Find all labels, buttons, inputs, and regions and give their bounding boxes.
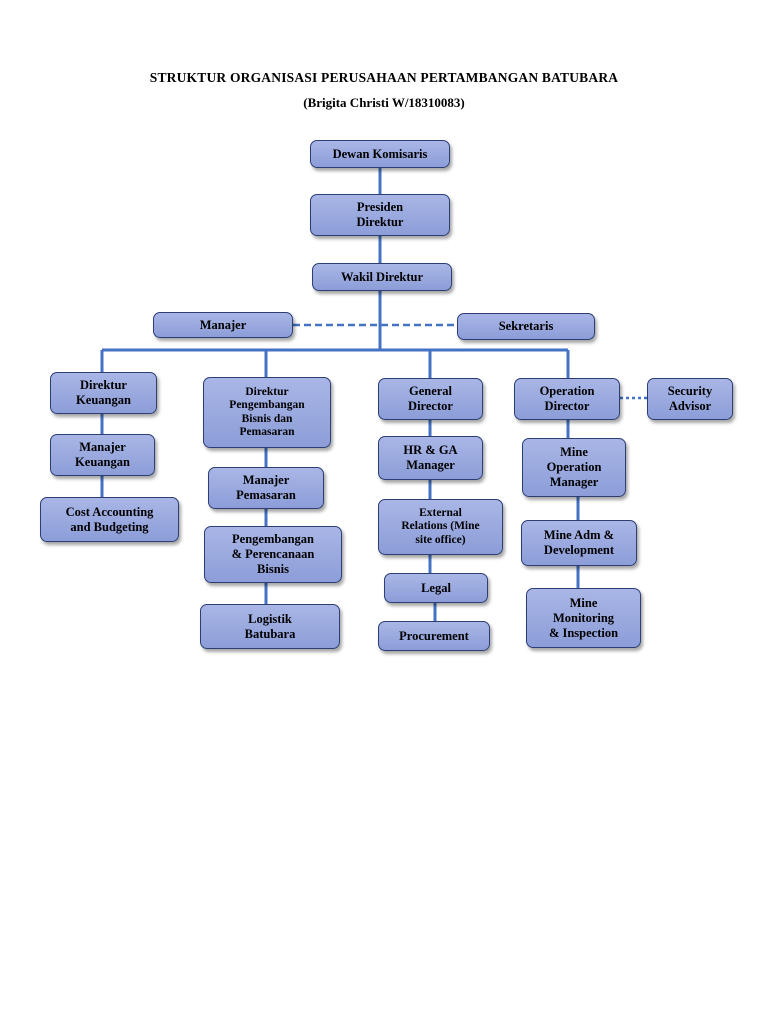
- node-general-director: General Director: [378, 378, 483, 420]
- node-mine-operation-manager: Mine Operation Manager: [522, 438, 626, 497]
- node-mine-adm-development: Mine Adm & Development: [521, 520, 637, 566]
- node-mine-monitoring: Mine Monitoring & Inspection: [526, 588, 641, 648]
- node-security-advisor: Security Advisor: [647, 378, 733, 420]
- node-presiden-direktur: Presiden Direktur: [310, 194, 450, 236]
- node-logistik-batubara: Logistik Batubara: [200, 604, 340, 649]
- node-manajer-keuangan: Manajer Keuangan: [50, 434, 155, 476]
- node-dewan-komisaris: Dewan Komisaris: [310, 140, 450, 168]
- node-pengembangan-perencanaan: Pengembangan & Perencanaan Bisnis: [204, 526, 342, 583]
- node-procurement: Procurement: [378, 621, 490, 651]
- chart-title: STRUKTUR ORGANISASI PERUSAHAAN PERTAMBAN…: [149, 70, 619, 85]
- node-direktur-pengembangan: Direktur Pengembangan Bisnis dan Pemasar…: [203, 377, 331, 448]
- chart-subtitle: (Brigita Christi W/18310083): [303, 95, 465, 110]
- node-operation-director: Operation Director: [514, 378, 620, 420]
- node-direktur-keuangan: Direktur Keuangan: [50, 372, 157, 414]
- node-external-relations: External Relations (Mine site office): [378, 499, 503, 555]
- node-cost-accounting: Cost Accounting and Budgeting: [40, 497, 179, 542]
- node-manajer-pemasaran: Manajer Pemasaran: [208, 467, 324, 509]
- node-wakil-direktur: Wakil Direktur: [312, 263, 452, 291]
- node-sekretaris: Sekretaris: [457, 313, 595, 340]
- node-legal: Legal: [384, 573, 488, 603]
- node-hr-ga-manager: HR & GA Manager: [378, 436, 483, 480]
- node-manajer: Manajer: [153, 312, 293, 338]
